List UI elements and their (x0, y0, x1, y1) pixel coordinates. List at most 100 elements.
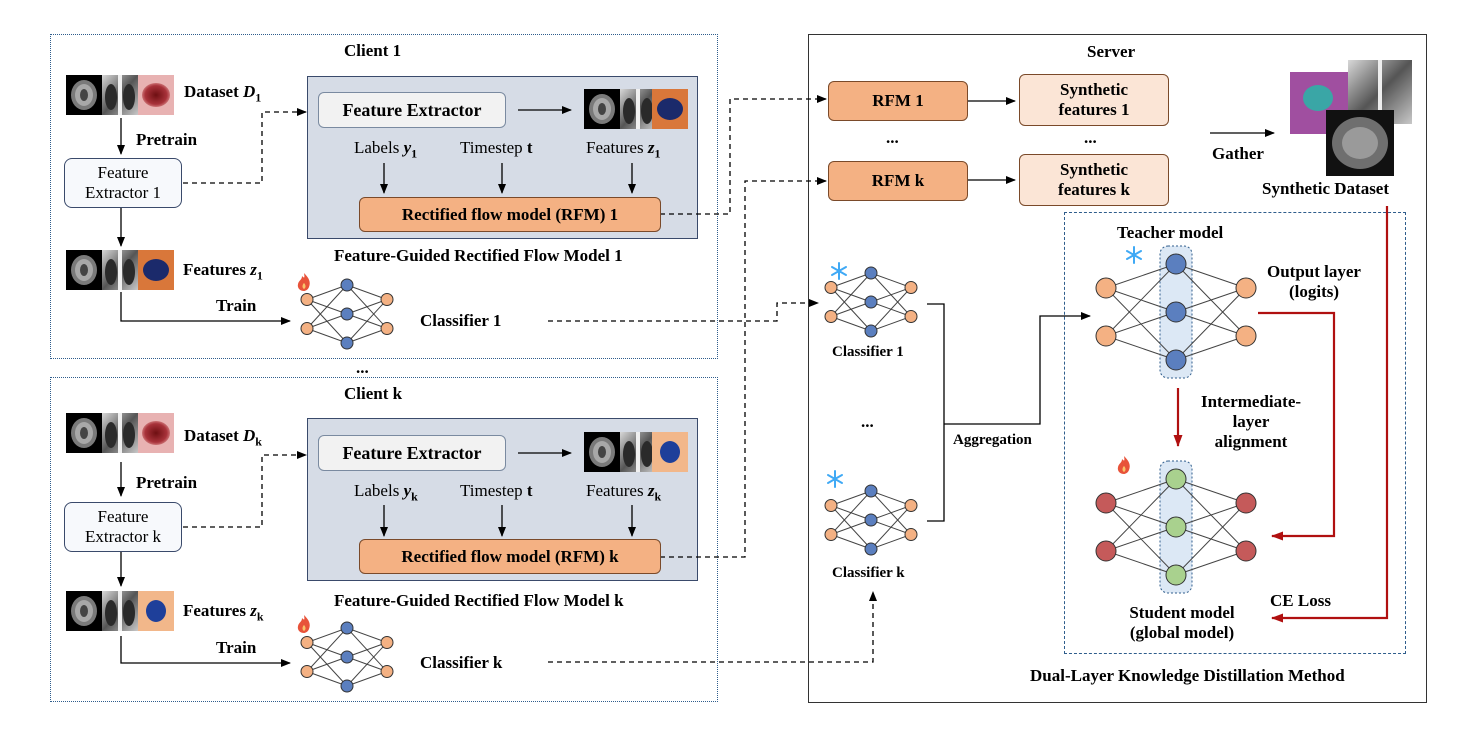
network-node (824, 310, 838, 323)
features-z1-label: Features z1 (183, 260, 263, 283)
network-node (380, 322, 394, 335)
network-node (340, 621, 354, 635)
network-node (1095, 492, 1117, 514)
labels-y1-label: Labels y1 (354, 138, 418, 161)
client-k-container (50, 377, 718, 702)
synthetic-dataset-label: Synthetic Dataset (1262, 179, 1390, 198)
teacher-model-label: Teacher model (1117, 223, 1224, 242)
network-node (300, 322, 314, 335)
dataset-k-label: Dataset Dk (184, 426, 262, 449)
panel-features-zk-images (584, 432, 688, 472)
network-node (380, 665, 394, 678)
classifier-1-network (300, 278, 394, 350)
train-label-1: Train (216, 296, 257, 315)
network-node (1165, 253, 1187, 275)
network-node (1095, 277, 1117, 299)
clients-ellipsis: ... (356, 358, 369, 377)
panel-caption-k: Feature-Guided Rectified Flow Model k (334, 591, 624, 610)
classifier-k-network (300, 621, 394, 693)
network-node (300, 665, 314, 678)
panel-features-z1-images (584, 89, 688, 129)
network-node (864, 324, 878, 338)
network-node (340, 278, 354, 292)
network-node (300, 636, 314, 649)
synth-1-line2: features 1 (1058, 100, 1130, 119)
dataset-1-label: Dataset D1 (184, 82, 262, 105)
network-node (824, 281, 838, 294)
client-1-container (50, 34, 718, 359)
network-node (824, 528, 838, 541)
network-node (1165, 468, 1187, 490)
network-node (380, 293, 394, 306)
network-node (864, 266, 878, 280)
features-z1-images (66, 250, 174, 290)
flame-icon (297, 615, 310, 633)
network-node (1165, 349, 1187, 371)
synth-1-line1: Synthetic (1060, 80, 1128, 99)
snowflake-icon (827, 470, 843, 488)
network-node (1235, 492, 1257, 514)
synthetic-features-k: Synthetic features k (1019, 154, 1169, 206)
synth-ellipsis: ... (1084, 128, 1097, 147)
server-container (808, 34, 1427, 703)
pretrain-label-k: Pretrain (136, 473, 198, 492)
network-node (300, 293, 314, 306)
extractor-1-line1: Feature (97, 163, 149, 182)
flame-icon (1117, 456, 1130, 474)
fe-box-label: Feature Extractor (342, 100, 482, 120)
server-classifier-ellipsis: ... (861, 412, 874, 431)
panel-features-z1-label: Features z1 (586, 138, 661, 161)
extractor-k-line2: Extractor k (85, 527, 161, 546)
network-node (864, 542, 878, 556)
feature-extractor-k-box: Feature Extractor k (64, 502, 182, 552)
server-rfm-k: RFM k (828, 161, 968, 201)
server-classifier-1-label: Classifier 1 (832, 344, 904, 360)
rfm-label: Rectified flow model (RFM) k (401, 546, 619, 566)
classifier-1-label: Classifier 1 (420, 311, 502, 330)
network-node (340, 679, 354, 693)
extractor-k-line1: Feature (97, 507, 149, 526)
network-node (904, 310, 918, 323)
output-layer-label: Output layer (logits) (1267, 262, 1361, 301)
network-node (1095, 540, 1117, 562)
extractor-1-line2: Extractor 1 (85, 183, 161, 202)
dataset-k-images (66, 413, 174, 453)
features-zk-label: Features zk (183, 601, 264, 624)
timestep-label-k: Timestep t (460, 481, 533, 500)
train-label-k: Train (216, 638, 257, 657)
intermediate-alignment-label: Intermediate- layer alignment (1200, 392, 1302, 451)
network-node (340, 650, 354, 664)
rfm-box-client-k: Rectified flow model (RFM) k (359, 539, 661, 574)
server-title: Server (1087, 42, 1136, 61)
panel-feature-extractor-k: Feature Extractor (318, 435, 506, 471)
synthetic-dataset-images (1290, 60, 1412, 176)
network-node (340, 307, 354, 321)
rfm-ellipsis: ... (886, 128, 899, 147)
kd-method-container (1064, 212, 1406, 654)
server-classifier-k-network (824, 484, 918, 556)
fe-box-label: Feature Extractor (342, 443, 482, 463)
network-node (1165, 516, 1187, 538)
network-node (1165, 564, 1187, 586)
server-classifier-k-label: Classifier k (832, 565, 905, 581)
synth-k-line1: Synthetic (1060, 160, 1128, 179)
server-classifier-1-network (824, 266, 918, 338)
network-node (824, 499, 838, 512)
student-model-label: Student model (global model) (1129, 603, 1235, 642)
server-rfm-1: RFM 1 (828, 81, 968, 121)
feature-extractor-1-box: Feature Extractor 1 (64, 158, 182, 208)
network-node (380, 636, 394, 649)
synthetic-features-1: Synthetic features 1 (1019, 74, 1169, 126)
network-node (864, 513, 878, 527)
synth-k-line2: features k (1058, 180, 1130, 199)
snowflake-icon (831, 262, 847, 280)
flame-icon (297, 273, 310, 291)
classifier-k-label: Classifier k (420, 653, 503, 672)
timestep-label-1: Timestep t (460, 138, 533, 157)
rfm-box-client-1: Rectified flow model (RFM) 1 (359, 197, 661, 232)
pretrain-label-1: Pretrain (136, 130, 198, 149)
kd-method-caption: Dual-Layer Knowledge Distillation Method (1030, 666, 1345, 685)
network-node (864, 484, 878, 498)
network-node (904, 528, 918, 541)
